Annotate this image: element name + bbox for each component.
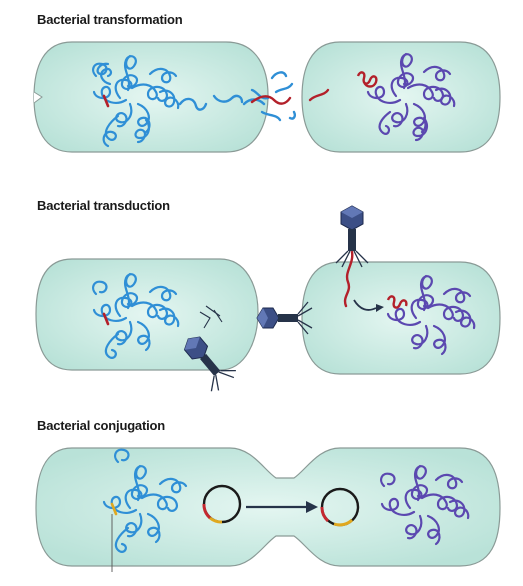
transduction-panel [35,205,501,392]
integrating-red-coil [356,71,378,88]
conjugation-panel [35,447,501,572]
injected-dna [343,250,354,308]
donor-chromosome [92,54,180,148]
donor-chromosome [92,272,180,359]
donor-orange-segment [110,502,118,516]
transfer-arrowhead [376,304,384,312]
recipient-chromosome [380,464,470,546]
donor-red-segment [102,94,110,108]
recipient-cell [301,41,501,153]
panel-title-conjugation: Bacterial conjugation [37,418,165,433]
transfer-arrow [353,299,377,311]
recipient-plasmid [320,487,360,527]
recipient-chromosome [386,274,476,356]
panel-title-transformation: Bacterial transformation [37,12,183,27]
free-dna-fragments [178,71,330,122]
phage-between-cells [256,301,313,335]
phage-tail-sketch [199,305,223,329]
donor-red-segment [102,312,110,326]
cell-notch [33,91,43,104]
recipient-chromosome [366,52,456,142]
transformation-panel [33,41,501,153]
conjugation-arrowhead [306,501,318,513]
panel-title-transduction: Bacterial transduction [37,198,170,213]
recipient-red-coil [386,295,408,309]
phage-inside-donor [183,336,236,392]
phage-injecting [335,205,369,268]
donor-plasmid [202,484,242,524]
donor-cell [35,258,259,371]
